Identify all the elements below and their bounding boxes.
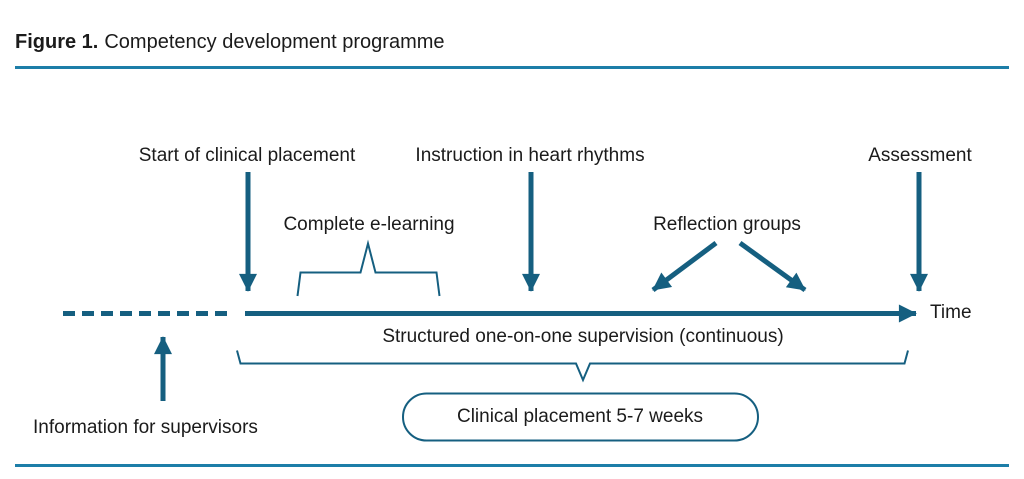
start-placement-label: Start of clinical placement [138, 145, 356, 166]
supervision-label: Structured one-on-one supervision (conti… [382, 326, 784, 347]
assessment-label: Assessment [868, 145, 972, 166]
clinical-placement-label: Clinical placement 5-7 weeks [456, 406, 704, 427]
reflection-arrow-left [651, 240, 718, 293]
elearning-brace [296, 239, 441, 297]
clinical-placement-brace [236, 350, 909, 383]
reflection-groups-label: Reflection groups [653, 214, 801, 235]
clinical-placement-pill [402, 392, 759, 442]
elearning-label: Complete e-learning [283, 214, 455, 235]
figure-caption: Figure 1.Competency development programm… [15, 30, 445, 54]
time-axis-label: Time [930, 302, 972, 323]
info-supervisors-label: Information for supervisors [33, 417, 258, 438]
instruction-label: Instruction in heart rhythms [415, 145, 645, 166]
figure-title: Competency development programme [104, 31, 445, 53]
reflection-arrow-right [738, 240, 807, 293]
top-rule [15, 66, 1009, 69]
figure-number-label: Figure 1. [15, 31, 99, 53]
bottom-rule [15, 464, 1009, 467]
